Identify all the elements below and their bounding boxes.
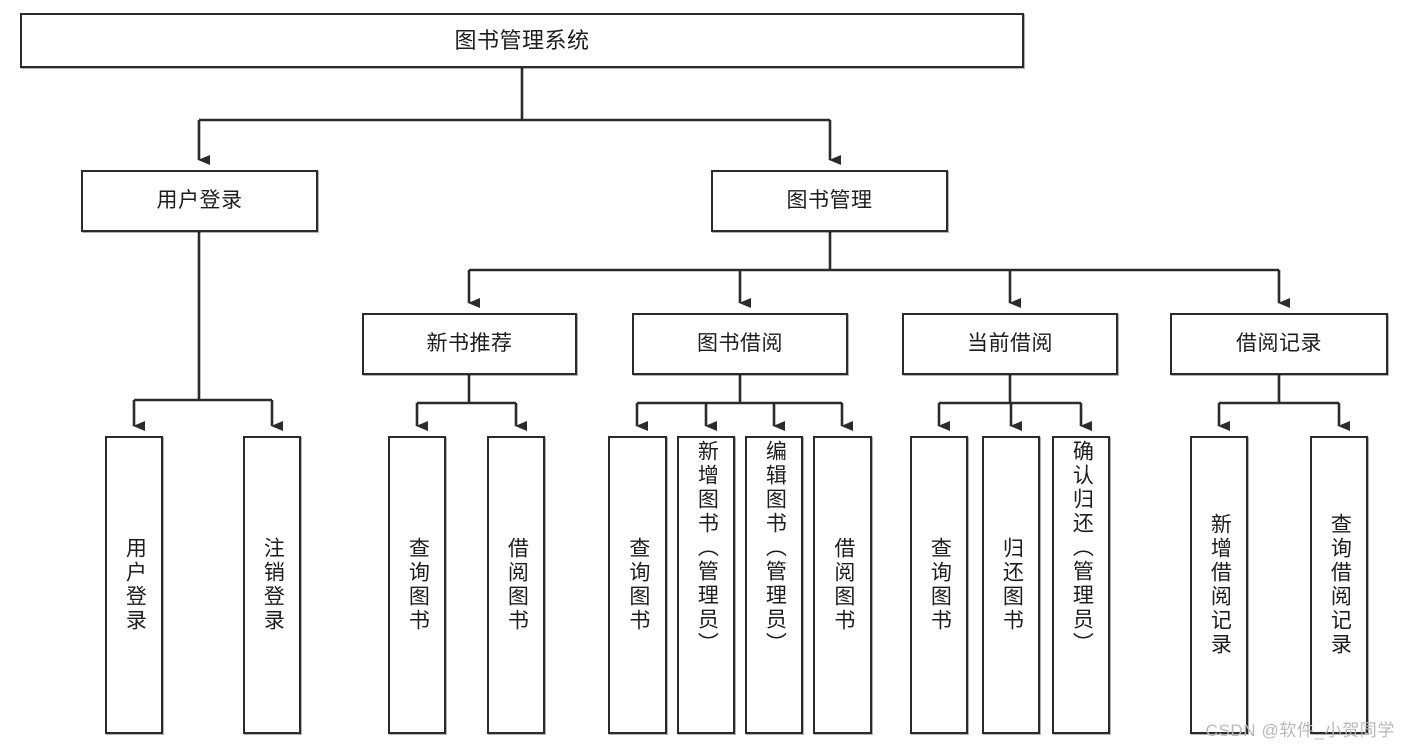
node-leaf-borrow-book-1[interactable]: 借阅图书: [487, 436, 545, 734]
node-current-borrow-label: 当前借阅: [967, 331, 1053, 355]
node-leaf-query-record-label: 查询借阅记录: [1328, 513, 1352, 657]
node-leaf-user-logout[interactable]: 注销登录: [243, 436, 301, 734]
node-new-book-recommend[interactable]: 新书推荐: [362, 313, 577, 375]
node-root-label: 图书管理系统: [454, 27, 590, 53]
node-new-book-recommend-label: 新书推荐: [426, 331, 513, 355]
node-leaf-query-book-3-label: 查询图书: [928, 537, 952, 633]
node-leaf-user-logout-label: 注销登录: [261, 537, 285, 633]
node-leaf-edit-book-label: 编辑图书（管理员）: [763, 440, 787, 656]
node-leaf-add-record[interactable]: 新增借阅记录: [1190, 436, 1248, 734]
node-leaf-query-book-3[interactable]: 查询图书: [910, 436, 968, 734]
node-leaf-user-login-label: 用户登录: [123, 537, 147, 633]
node-borrow-record[interactable]: 借阅记录: [1170, 313, 1388, 375]
node-leaf-confirm-return-label: 确认归还（管理员）: [1070, 440, 1094, 656]
node-leaf-edit-book[interactable]: 编辑图书（管理员）: [745, 436, 803, 734]
node-leaf-return-book[interactable]: 归还图书: [982, 436, 1040, 734]
node-leaf-query-book-1-label: 查询图书: [406, 537, 430, 633]
node-leaf-query-book-1[interactable]: 查询图书: [388, 436, 446, 734]
node-user-login[interactable]: 用户登录: [81, 170, 318, 232]
node-current-borrow[interactable]: 当前借阅: [902, 313, 1118, 375]
node-book-manage-label: 图书管理: [786, 188, 873, 212]
node-leaf-add-book-label: 新增图书（管理员）: [695, 440, 719, 656]
node-user-login-label: 用户登录: [156, 188, 243, 212]
node-leaf-add-book[interactable]: 新增图书（管理员）: [677, 436, 735, 734]
node-leaf-borrow-book-2[interactable]: 借阅图书: [813, 436, 872, 734]
node-leaf-add-record-label: 新增借阅记录: [1208, 513, 1232, 657]
node-book-borrow-label: 图书借阅: [697, 331, 783, 355]
node-leaf-borrow-book-2-label: 借阅图书: [831, 537, 855, 633]
watermark: CSDN @软件_小贺同学: [1205, 721, 1395, 740]
node-borrow-record-label: 借阅记录: [1236, 331, 1322, 355]
node-leaf-confirm-return[interactable]: 确认归还（管理员）: [1052, 436, 1110, 734]
node-book-manage[interactable]: 图书管理: [711, 170, 948, 232]
node-leaf-query-book-2-label: 查询图书: [626, 537, 650, 633]
node-leaf-return-book-label: 归还图书: [1000, 537, 1024, 633]
node-leaf-query-book-2[interactable]: 查询图书: [608, 436, 667, 734]
node-root[interactable]: 图书管理系统: [20, 13, 1024, 68]
node-leaf-user-login[interactable]: 用户登录: [105, 436, 163, 734]
node-book-borrow[interactable]: 图书借阅: [632, 313, 848, 375]
node-leaf-borrow-book-1-label: 借阅图书: [505, 537, 529, 633]
node-leaf-query-record[interactable]: 查询借阅记录: [1310, 436, 1368, 734]
